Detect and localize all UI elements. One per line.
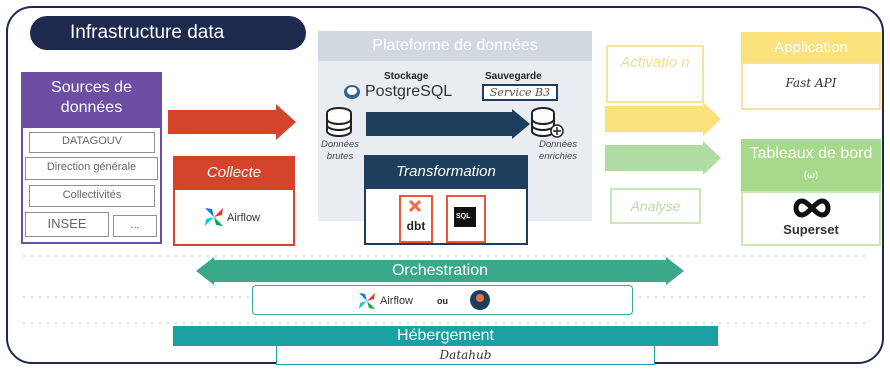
sql-logo: SQL <box>446 195 486 243</box>
activation-box: Activatio n <box>606 45 704 103</box>
transformation-box: dbt SQL <box>364 187 528 245</box>
airflow-icon <box>359 293 375 309</box>
orchestration-or: ou <box>437 296 448 306</box>
application-tool: Fast API <box>785 76 837 90</box>
analyse-box: Analyse <box>610 188 701 224</box>
source-collectivites: Collectivités <box>29 185 155 207</box>
sauvegarde-tool: Service B3 <box>482 84 558 101</box>
source-more: ... <box>113 215 157 237</box>
tableaux-box: Superset <box>741 191 881 246</box>
postgresql-label: PostgreSQL <box>365 83 453 100</box>
hebergement-tool: Datahub <box>276 346 655 365</box>
tableaux-heading: Tableaux de bord (ω) <box>741 139 881 191</box>
dbt-logo: dbt <box>399 195 433 243</box>
sauvegarde-label: Sauvegarde <box>485 71 542 82</box>
arrow-transformation <box>366 109 530 139</box>
source-datagouv: DATAGOUV <box>29 132 155 153</box>
database-icon <box>326 107 352 137</box>
background-dots <box>20 322 870 324</box>
dbt-icon <box>409 200 421 212</box>
dbt-label: dbt <box>406 219 426 233</box>
database-plus-icon <box>531 107 564 138</box>
scheduler-logo-icon <box>470 290 490 310</box>
sources-box: DATAGOUV Direction générale Collectivité… <box>21 126 162 244</box>
superset-icon <box>793 198 831 218</box>
enriched-data-label: Données enrichies <box>538 139 578 162</box>
tableaux-heading-suffix: (ω) <box>803 170 819 181</box>
orchestration-tool-label: Airflow <box>380 295 414 307</box>
tableaux-heading-text: Tableaux de bord <box>749 145 873 162</box>
orchestration-arrow <box>196 257 684 285</box>
source-insee: INSEE <box>25 212 109 237</box>
collecte-tool-label: Airflow <box>227 212 261 224</box>
raw-data-label: Données brutes <box>320 139 360 162</box>
diagram-title: Infrastructure data <box>30 16 306 50</box>
orchestration-heading: Orchestration <box>391 262 489 279</box>
superset-label: Superset <box>783 222 839 237</box>
collecte-box: Airflow <box>173 188 295 246</box>
arrow-application <box>605 102 721 136</box>
elephant-icon <box>344 85 360 99</box>
collecte-heading: Collecte <box>173 156 295 188</box>
plateforme-heading: Plateforme de données <box>318 31 592 61</box>
stockage-label: Stockage <box>384 71 429 82</box>
postgresql-logo: PostgreSQL <box>343 82 473 102</box>
application-box: Fast API <box>741 62 881 110</box>
application-heading: Application <box>774 38 848 56</box>
hebergement-heading: Hébergement <box>173 326 718 346</box>
sources-heading: Sources de données <box>21 72 162 126</box>
application-heading-bg <box>741 32 881 62</box>
sql-icon: SQL <box>454 207 476 227</box>
transformation-heading: Transformation <box>364 155 528 187</box>
background-dots <box>20 255 870 257</box>
arrow-collecte <box>168 104 296 140</box>
arrow-tableaux <box>605 141 721 175</box>
source-direction-generale: Direction générale <box>25 157 158 180</box>
airflow-icon <box>205 208 223 226</box>
orchestration-box: Airflow ou <box>252 285 633 315</box>
